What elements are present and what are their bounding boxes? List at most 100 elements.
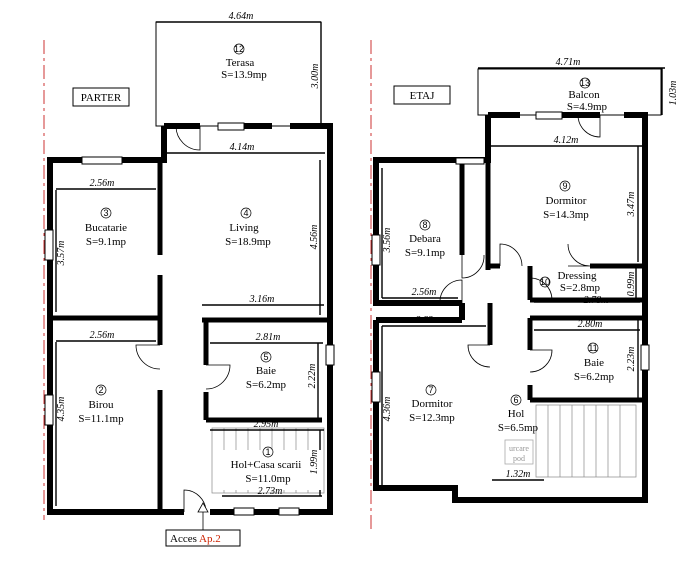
room-name-hol: Hol+Casa scarii (231, 459, 302, 471)
room-area-living: S=18.9mp (225, 236, 271, 248)
dimension-lines (55, 21, 325, 506)
ground-floor-label-box (72, 87, 130, 107)
dimension-label: 1.99m (309, 450, 320, 475)
windows (44, 122, 335, 516)
room-name-balcon: Balcon (568, 89, 600, 101)
dimension-label: 2.73m (258, 486, 283, 497)
upper-floor-label-box (393, 85, 451, 105)
dimension-label: 2.56m (90, 178, 115, 189)
room-name-baie-11: Baie (584, 357, 604, 369)
room-number-circle (240, 207, 252, 219)
room-area-bucatarie: S=9.1mp (86, 236, 127, 248)
attic-access-box (504, 439, 534, 465)
attic-access-label: pod (513, 454, 525, 463)
access-label: Acces Ap.2 (170, 533, 221, 545)
dimension-label: 2.80m (578, 319, 603, 330)
dimension-label: 3.56m (382, 228, 393, 254)
room-area-hol: S=11.0mp (245, 473, 291, 485)
dimension-label: 2.22m (307, 364, 318, 389)
upper-floor-plan: urcare pod ETAJ 13 Balcon S=4.9mp 9 D (371, 57, 679, 503)
door-swings-upper (439, 114, 601, 373)
room-name-dressing: Dressing (557, 270, 597, 282)
room-number: 4 (243, 208, 248, 218)
room-area-debara: S=9.1mp (405, 247, 446, 259)
access-arrow-icon (197, 502, 209, 513)
dimension-label: 1.32m (506, 469, 531, 480)
dimension-label: 4.14m (230, 142, 255, 153)
room-number-circle (425, 384, 437, 396)
room-number-circle (100, 207, 112, 219)
dimension-label: 3.16m (249, 294, 275, 305)
access-label-box (165, 529, 241, 547)
room-area-terasa: S=13.9mp (221, 69, 267, 81)
windows-upper (371, 111, 650, 403)
room-number: 3 (103, 208, 108, 218)
room-number-circle (510, 394, 522, 406)
room-number-circle (579, 77, 591, 89)
ground-floor-label: PARTER (81, 92, 122, 104)
room-name-debara: Debara (409, 233, 441, 245)
upper-stairs (535, 404, 637, 478)
room-area-dressing: S=2.8mp (560, 282, 601, 294)
dimension-label: 2.56m (90, 330, 115, 341)
ground-floor-plan: PARTER 12 Terasa S=13.9mp 3 Bucatarie S=… (43, 11, 372, 547)
room-area-dormitor-9: S=14.3mp (543, 209, 589, 221)
room-name-birou: Birou (88, 399, 114, 411)
room-number-circle (559, 180, 571, 192)
dimension-label: 2.83m (416, 315, 441, 326)
room-number: 7 (428, 385, 433, 395)
room-area-balcon: S=4.9mp (567, 101, 608, 113)
dimension-label: 4.35m (56, 397, 67, 422)
room-name-baie: Baie (256, 365, 276, 377)
dimension-label: 3.57m (56, 241, 67, 267)
dimension-label: 4.12m (554, 135, 579, 146)
hall-label-bg (222, 450, 322, 490)
dimension-label: 4.64m (229, 11, 254, 22)
interior-walls (50, 160, 330, 512)
dimension-label: 2.23m (626, 347, 637, 372)
room-number-circle (95, 384, 107, 396)
room-number-circle (539, 276, 551, 288)
room-number: 2 (98, 385, 103, 395)
dimension-label: 0.99m (626, 272, 637, 297)
room-number: 10 (540, 277, 550, 287)
upper-floor-label: ETAJ (410, 90, 436, 102)
room-name-bucatarie: Bucatarie (85, 222, 127, 234)
room-number: 5 (263, 352, 268, 362)
room-number: 11 (588, 343, 597, 353)
dimension-label: 4.56m (309, 225, 320, 250)
interior-walls-upper (459, 160, 645, 403)
room-number-circle (262, 446, 274, 458)
dimension-lines-upper (381, 67, 665, 486)
dimension-label: 2.78m (584, 295, 609, 306)
room-number-circle (233, 43, 245, 55)
room-number: 1 (265, 447, 270, 457)
dimension-label: 2.81m (256, 332, 281, 343)
dimension-label: 3.00m (310, 64, 321, 90)
room-number: 8 (422, 220, 427, 230)
dimension-label: 4.36m (382, 397, 393, 422)
dimension-label: 4.71m (556, 57, 581, 68)
room-number: 13 (580, 78, 590, 88)
attic-access-label: urcare (509, 444, 529, 453)
room-area-baie-11: S=6.2mp (574, 371, 615, 383)
room-number-circle (587, 342, 599, 354)
room-area-birou: S=11.1mp (78, 413, 124, 425)
room-area-baie: S=6.2mp (246, 379, 287, 391)
dimension-label: 2.56m (412, 287, 437, 298)
exterior-walls-upper (373, 112, 648, 503)
room-name-terasa: Terasa (226, 57, 255, 69)
room-name-dormitor-7: Dormitor (412, 398, 453, 410)
room-name-living: Living (229, 222, 259, 234)
dimension-label: 1.03m (668, 81, 679, 106)
room-name-dormitor-9: Dormitor (546, 195, 587, 207)
room-area-dormitor-7: S=12.3mp (409, 412, 455, 424)
room-name-hol-6: Hol (508, 408, 525, 420)
dimension-label: 3.47m (626, 192, 637, 218)
room-number: 12 (234, 44, 244, 54)
room-number-circle (419, 219, 431, 231)
room-area-hol-6: S=6.5mp (498, 422, 539, 434)
room-number: 6 (513, 395, 518, 405)
dimension-label: 2.95m (254, 419, 279, 430)
